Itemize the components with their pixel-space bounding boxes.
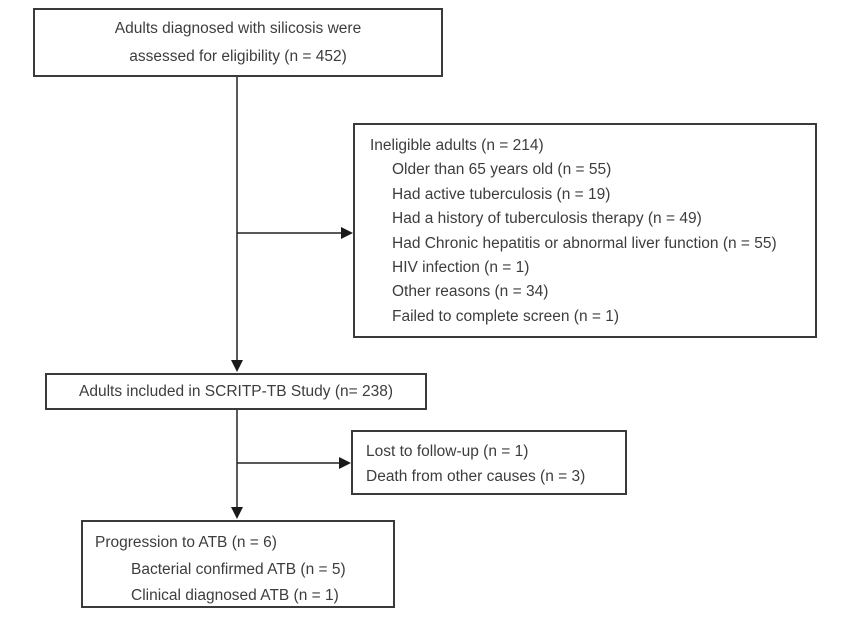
ineligible-reason-item: Other reasons (n = 34) [392, 283, 549, 301]
ineligible-adults-box: Ineligible adults (n = 214) Older than 6… [353, 123, 817, 338]
outcome-item: Bacterial confirmed ATB (n = 5) [131, 560, 346, 578]
included-text: Adults included in SCRITP-TB Study (n= 2… [78, 382, 394, 400]
attrition-item: Death from other causes (n = 3) [366, 468, 586, 485]
ineligible-reason-item: HIV infection (n = 1) [392, 259, 530, 277]
included-in-study-box: Adults included in SCRITP-TB Study (n= 2… [45, 373, 427, 410]
ineligible-reason-item: Older than 65 years old (n = 55) [392, 161, 612, 179]
arrowhead-down-to-outcome [231, 507, 243, 519]
ineligible-reason-item: Had Chronic hepatitis or abnormal liver … [392, 234, 777, 252]
ineligible-reason-item: Failed to complete screen (n = 1) [392, 307, 620, 325]
arrowhead-right-to-ineligible [341, 227, 353, 239]
ineligible-title: Ineligible adults (n = 214) [370, 137, 544, 154]
ineligible-reason-item: Had a history of tuberculosis therapy (n… [392, 210, 702, 228]
eligibility-assessment-box: Adults diagnosed with silicosis were ass… [33, 8, 443, 77]
arrowhead-right-to-attrition [339, 457, 351, 469]
attrition-item: Lost to follow-up (n = 1) [366, 443, 529, 460]
eligibility-line-2: assessed for eligibility (n = 452) [129, 47, 347, 65]
arrowhead-down-to-included [231, 360, 243, 372]
attrition-box: Lost to follow-up (n = 1) Death from oth… [351, 430, 627, 495]
outcome-item: Clinical diagnosed ATB (n = 1) [131, 587, 339, 604]
outcome-title: Progression to ATB (n = 6) [95, 534, 277, 551]
eligibility-line-1: Adults diagnosed with silicosis were [114, 19, 362, 37]
progression-outcome-box: Progression to ATB (n = 6) Bacterial con… [81, 520, 395, 608]
ineligible-reason-item: Had active tuberculosis (n = 19) [392, 185, 611, 203]
